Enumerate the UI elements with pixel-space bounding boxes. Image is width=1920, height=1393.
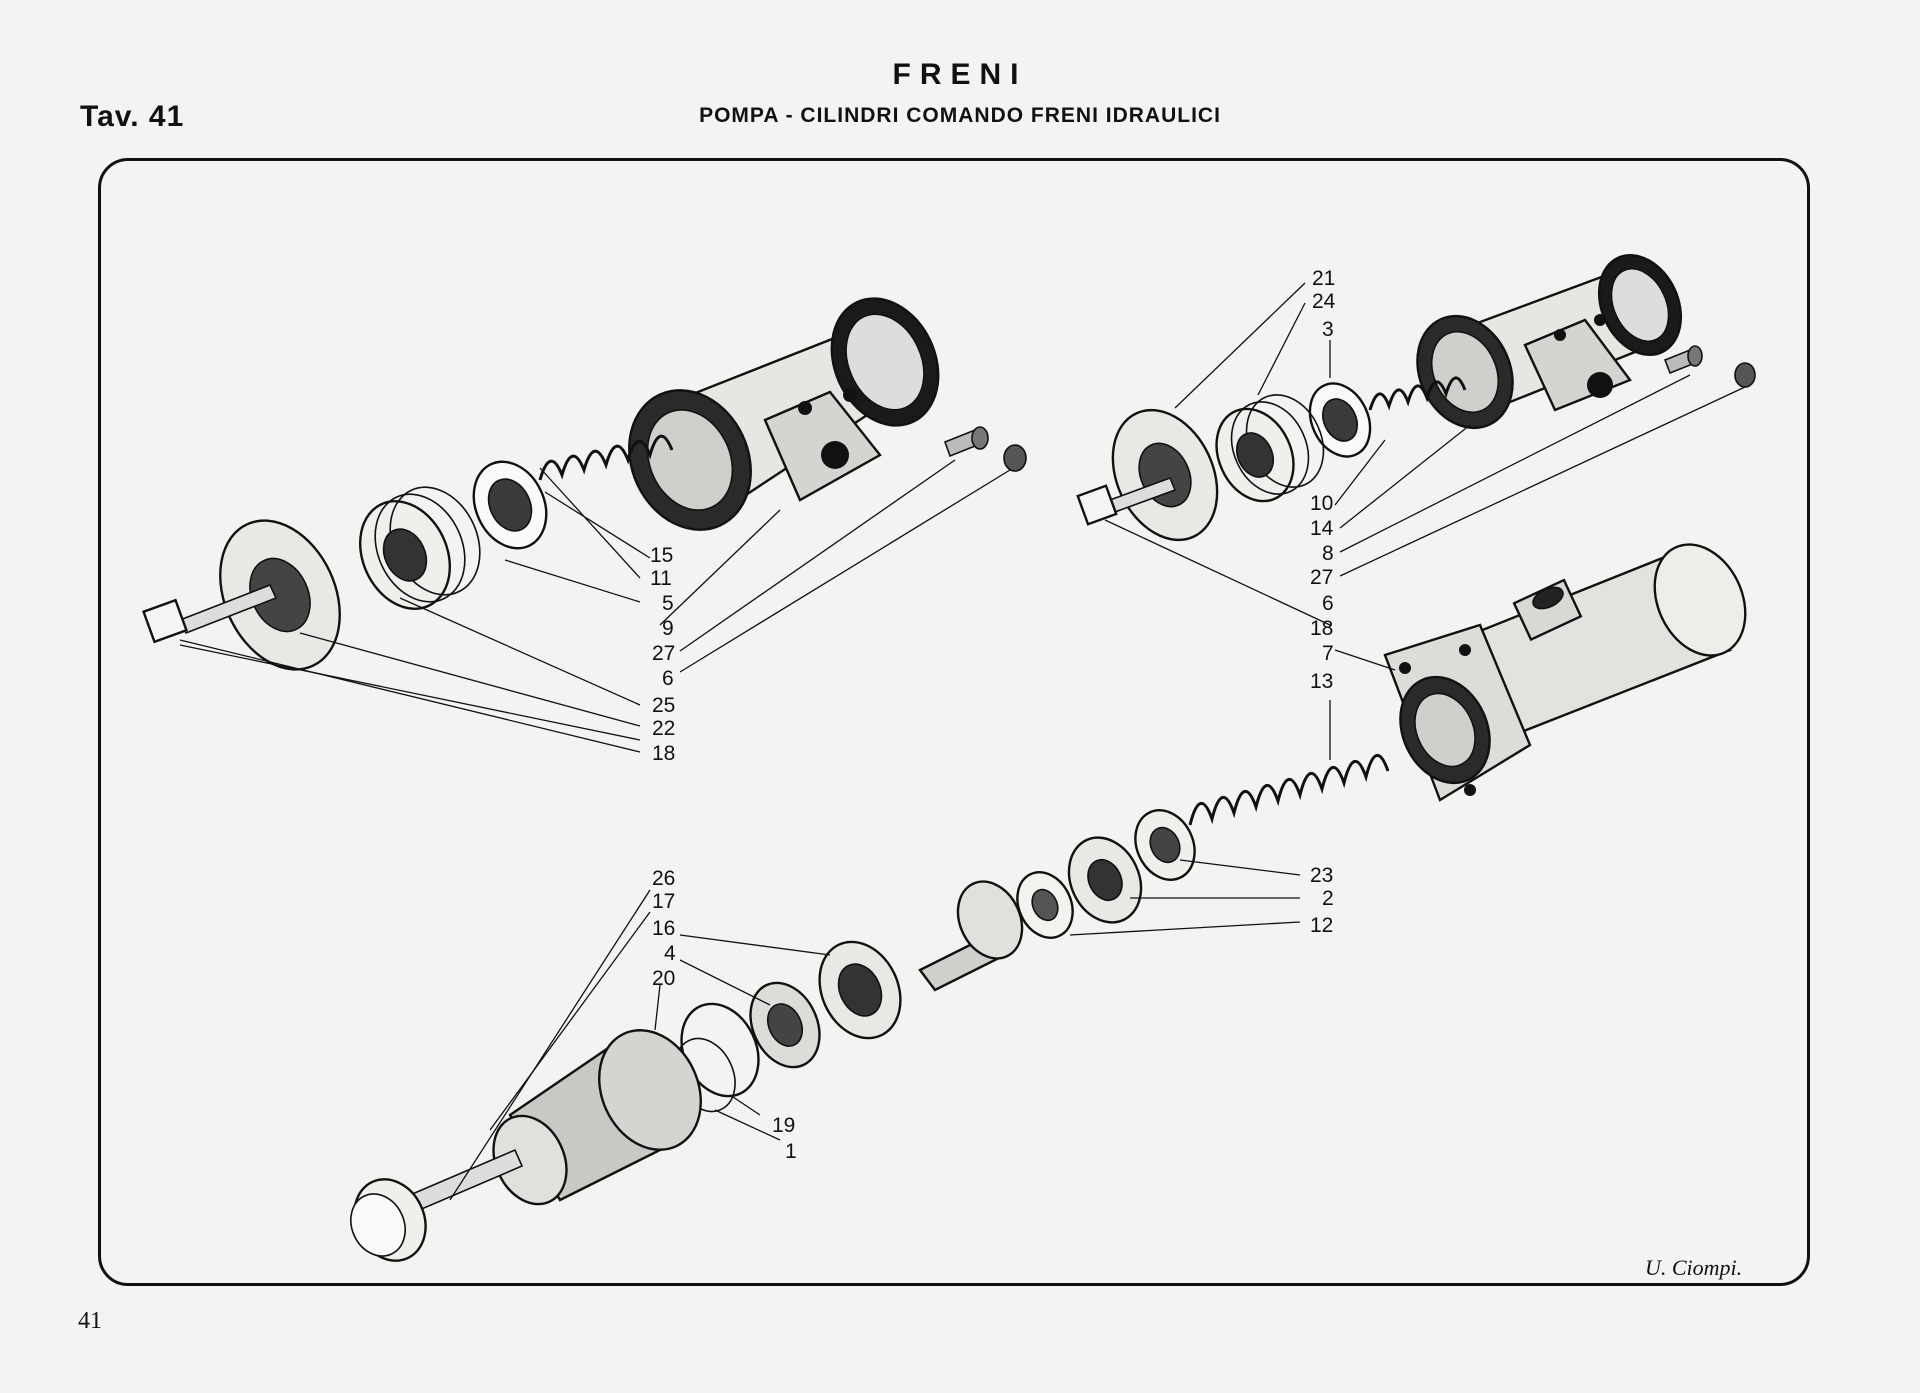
leader-lines xyxy=(179,282,1746,1201)
master-valve-seat xyxy=(1134,809,1196,881)
right-bleeder-screw xyxy=(1663,345,1703,375)
page-subtitle: POMPA - CILINDRI COMANDO FRENI IDRAULICI xyxy=(699,104,1221,127)
callout-10: 10 xyxy=(1310,492,1333,515)
right-bleeder-cap xyxy=(1734,362,1756,388)
drawing-frame xyxy=(98,158,1810,1286)
callout-18: 18 xyxy=(652,742,675,765)
callout-17: 17 xyxy=(652,890,675,913)
master-spacer xyxy=(749,981,821,1069)
master-push-rod xyxy=(350,1148,524,1262)
master-washer xyxy=(1016,871,1074,939)
callout-9: 9 xyxy=(662,617,674,640)
callout-18-right: 18 xyxy=(1310,617,1333,640)
callout-4: 4 xyxy=(664,942,676,965)
page-title: FRENI xyxy=(892,58,1028,91)
callout-6: 6 xyxy=(662,667,674,690)
master-secondary-seal xyxy=(818,940,902,1040)
callout-20: 20 xyxy=(652,967,675,990)
left-spring xyxy=(538,434,674,481)
plate-number: Tav. 41 xyxy=(80,100,185,133)
callout-11: 11 xyxy=(650,567,672,590)
callout-19: 19 xyxy=(772,1114,795,1137)
callout-1: 1 xyxy=(785,1140,797,1163)
left-push-rod xyxy=(142,583,278,644)
right-piston xyxy=(1215,394,1325,503)
master-rubber-boot xyxy=(492,1029,702,1206)
master-piston xyxy=(918,880,1024,992)
callout-8: 8 xyxy=(1322,542,1334,565)
callout-15: 15 xyxy=(650,544,673,567)
page-number: 41 xyxy=(78,1308,102,1334)
callout-2: 2 xyxy=(1322,887,1334,910)
master-return-spring xyxy=(1188,754,1390,826)
right-push-rod xyxy=(1076,476,1177,526)
callout-6-right: 6 xyxy=(1322,592,1334,615)
right-wheel-cylinder-assembly xyxy=(1076,254,1756,542)
callout-27-right: 27 xyxy=(1310,566,1333,589)
artist-signature: U. Ciompi. xyxy=(1645,1255,1742,1280)
callout-14: 14 xyxy=(1310,517,1334,540)
master-cylinder-body xyxy=(1383,543,1747,802)
master-cup-seal xyxy=(1067,836,1143,924)
right-spring xyxy=(1368,376,1467,411)
callout-13: 13 xyxy=(1310,670,1333,693)
callout-27: 27 xyxy=(652,642,675,665)
right-cylinder-body xyxy=(1416,254,1683,430)
callout-3: 3 xyxy=(1322,318,1334,341)
callout-12: 12 xyxy=(1310,914,1333,937)
callout-26: 26 xyxy=(652,867,675,890)
left-bleeder-cap xyxy=(1003,444,1027,472)
left-wheel-cylinder-assembly xyxy=(142,297,1027,671)
callout-5: 5 xyxy=(662,592,674,615)
callout-labels: 15 11 5 9 27 6 25 22 18 21 24 3 10 14 8 … xyxy=(650,267,1336,1163)
callout-22: 22 xyxy=(652,717,675,740)
callout-25: 25 xyxy=(652,694,675,717)
callout-24: 24 xyxy=(1312,290,1336,313)
callout-16: 16 xyxy=(652,917,675,940)
callout-21: 21 xyxy=(1312,267,1335,290)
left-bleeder-screw xyxy=(943,426,989,458)
callout-23: 23 xyxy=(1310,864,1333,887)
left-cylinder-body xyxy=(628,297,940,531)
callout-7: 7 xyxy=(1322,642,1334,665)
master-cylinder-assembly xyxy=(350,543,1747,1262)
left-piston xyxy=(358,486,481,610)
